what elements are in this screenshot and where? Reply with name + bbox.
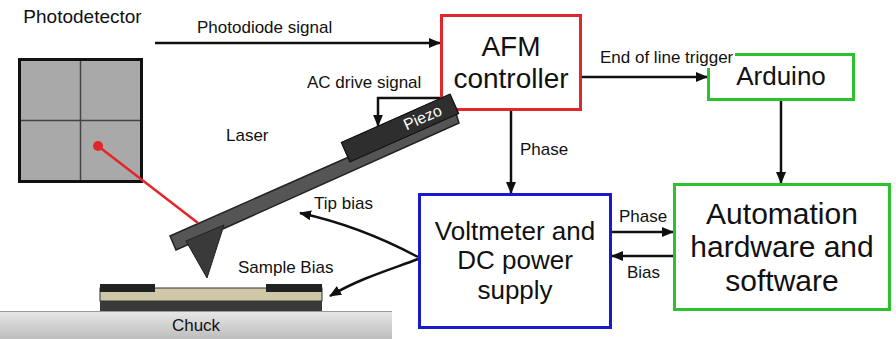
tip-bias-label: Tip bias: [312, 194, 375, 214]
sample-bias-label: Sample Bias: [236, 258, 335, 278]
signal-label: Phase: [617, 207, 669, 227]
signal-label: Photodiode signal: [195, 18, 334, 38]
tip-bias-wire: [300, 213, 418, 257]
signal-label: Phase: [518, 140, 570, 160]
node-text: Automation hardware and software: [684, 197, 880, 298]
sample-substrate: [100, 300, 322, 311]
node-text: AFM controller: [451, 31, 571, 94]
signal-arrow: [582, 76, 707, 79]
photodiode-square: [18, 58, 143, 183]
node-text: Chuck: [172, 316, 220, 336]
afm-tip: [186, 225, 224, 278]
signal-label: End of line trigger: [598, 48, 735, 68]
signal-arrow: [155, 42, 440, 45]
signal-arrow: [510, 111, 513, 193]
power-supply-box: Voltmeter and DC power supply: [418, 193, 612, 329]
signal-label: Bias: [625, 263, 662, 283]
signal-arrow: [780, 101, 783, 183]
sample-bias-wire: [330, 259, 418, 296]
node-text: Photodetector: [10, 6, 155, 28]
controller-box: AFM controller: [440, 14, 582, 111]
quadrant-lines: [21, 61, 140, 180]
node-text: Voltmeter and DC power supply: [429, 217, 601, 304]
photodetector: Photodetector: [10, 6, 155, 186]
node-text: Arduino: [736, 62, 826, 91]
signal-label: AC drive signal: [305, 73, 423, 93]
right-electrode: [266, 284, 322, 292]
left-electrode: [100, 284, 155, 292]
automation-box: Automation hardware and software: [673, 183, 891, 311]
signal-arrow: [612, 255, 673, 258]
chuck-band: Chuck: [0, 311, 392, 339]
laser-label: Laser: [224, 126, 271, 146]
signal-arrow: [612, 231, 673, 234]
